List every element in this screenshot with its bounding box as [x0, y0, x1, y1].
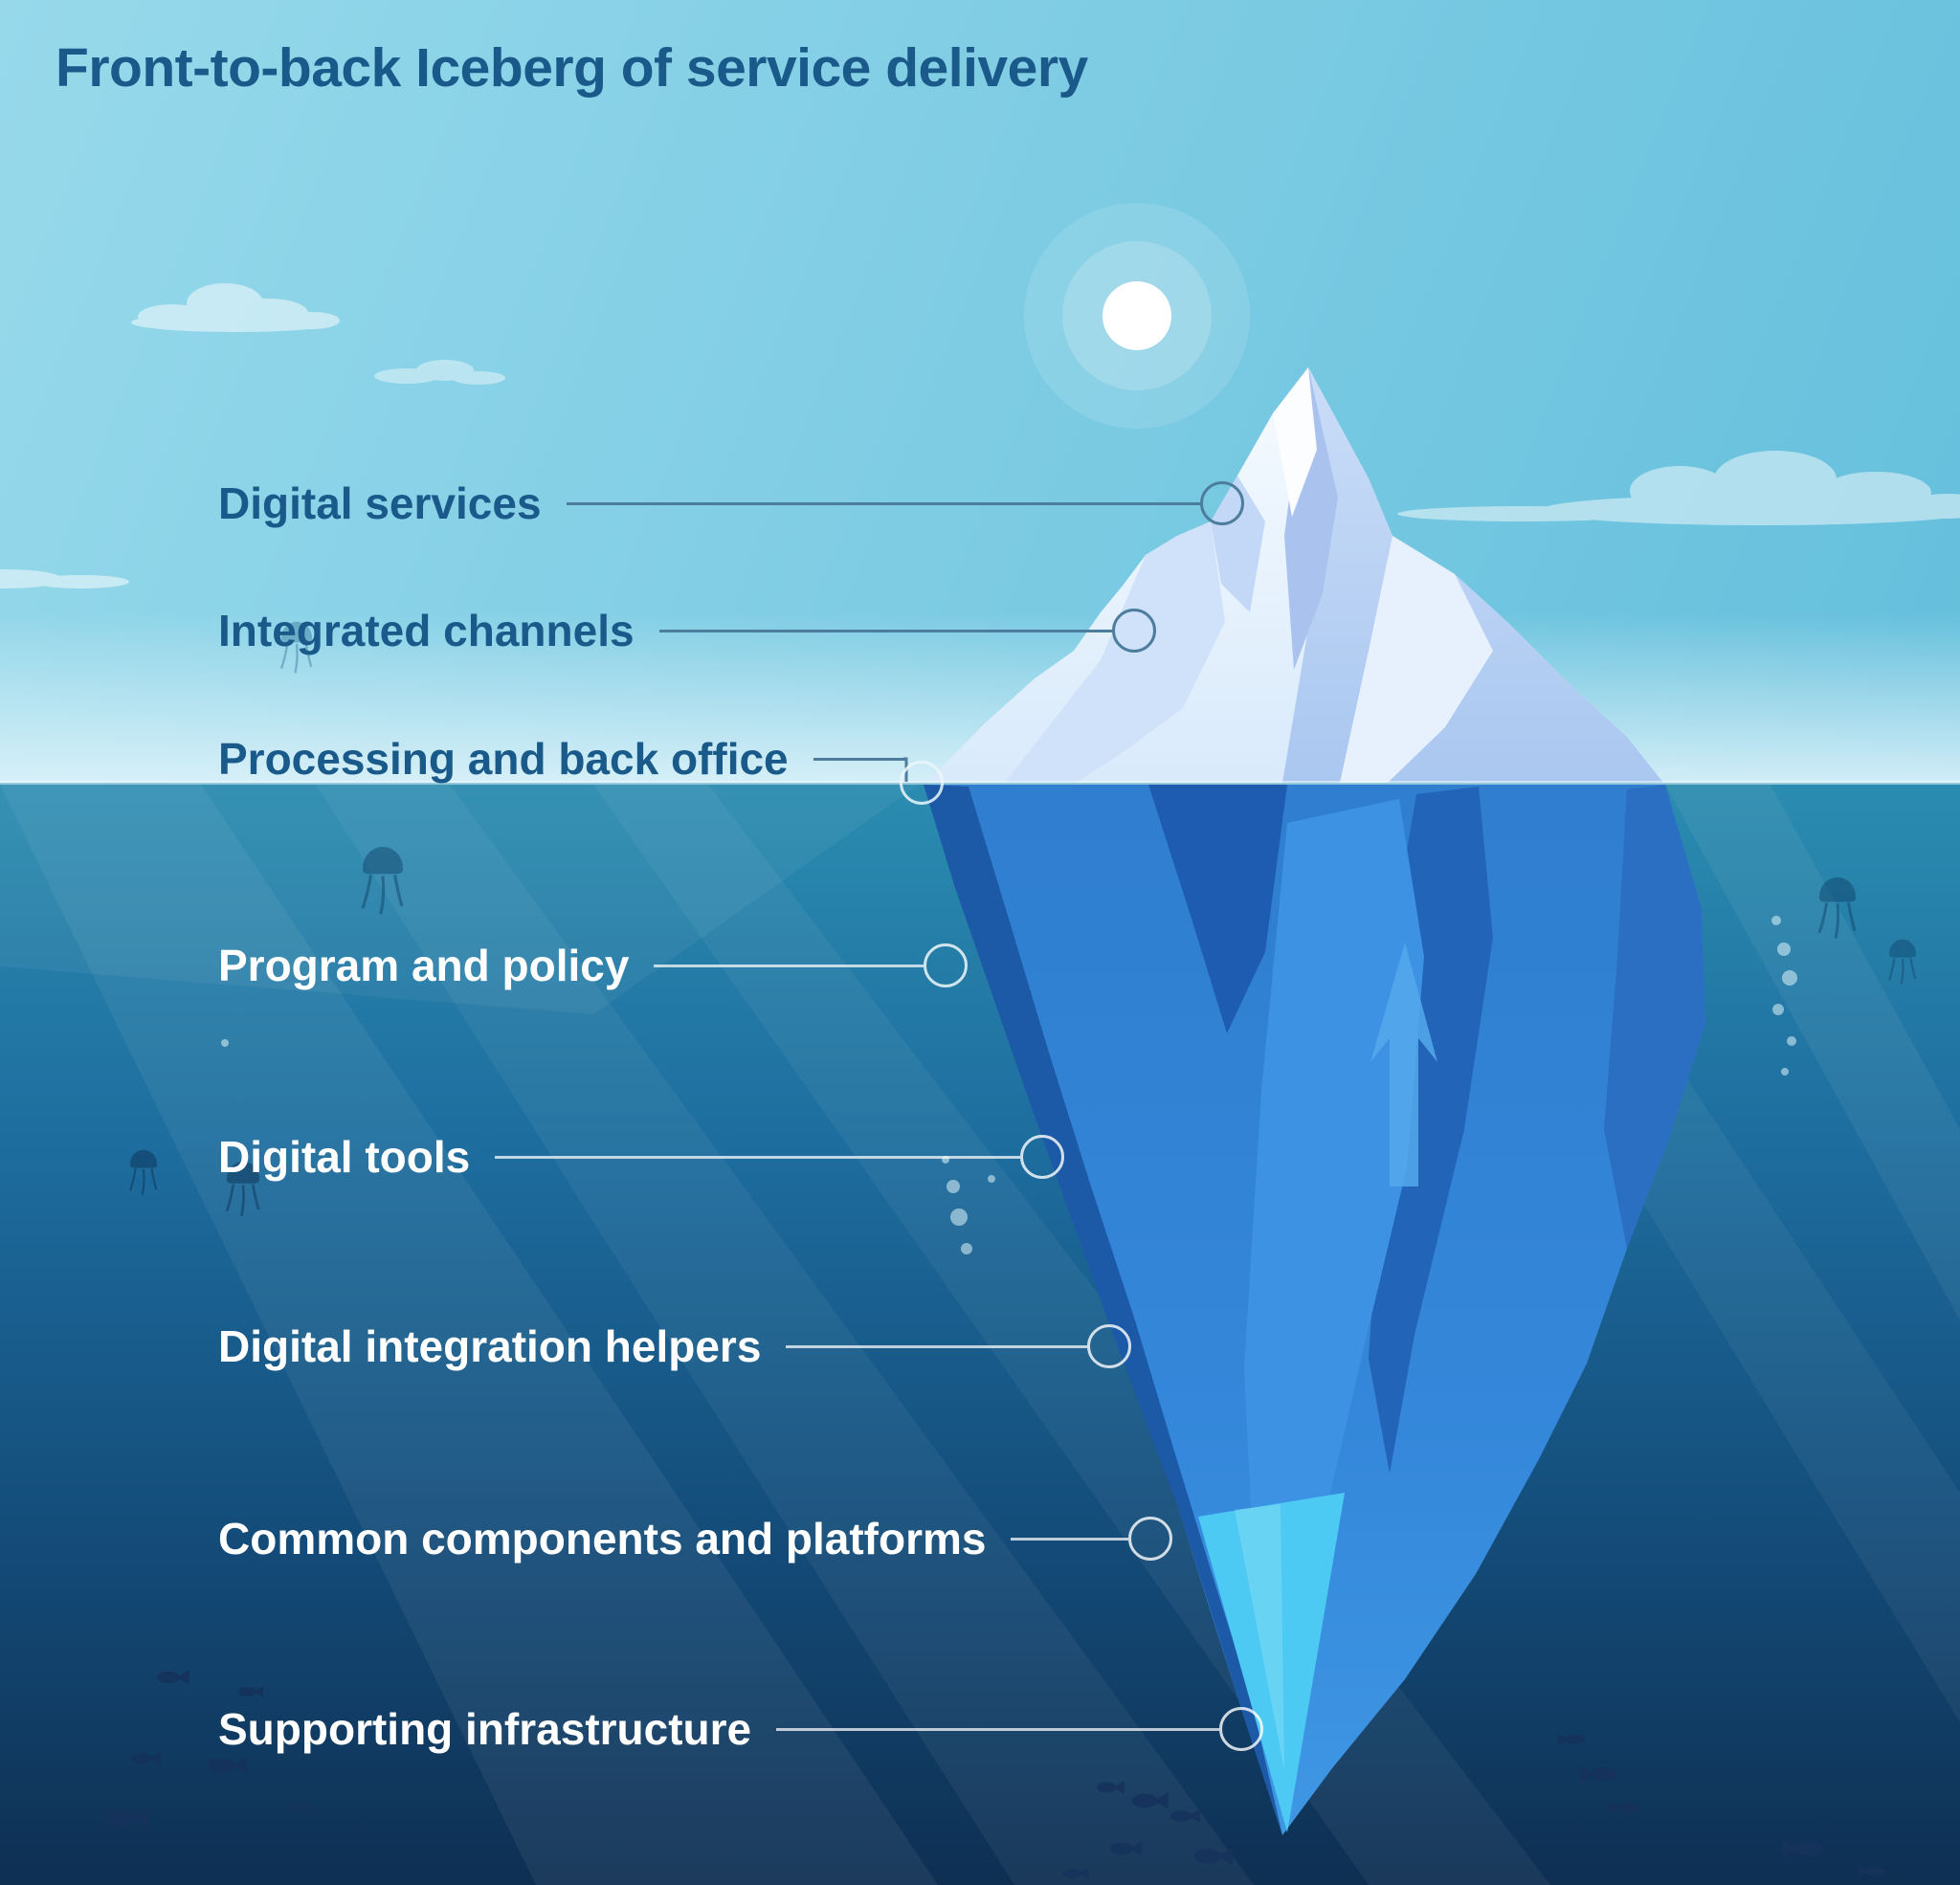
- connector-line: [786, 1344, 1087, 1348]
- cloud-icon: [0, 569, 129, 588]
- connector-line: [495, 1155, 1020, 1159]
- annotation-digital-services: Digital services: [218, 475, 1200, 532]
- annotation-processing-back-office: Processing and back office: [218, 730, 905, 787]
- connector-line: [566, 501, 1200, 505]
- waterline: [0, 781, 1960, 785]
- annotation-label: Digital integration helpers: [218, 1321, 762, 1371]
- annotation-label: Processing and back office: [218, 734, 789, 784]
- annotation-label: Digital tools: [218, 1132, 471, 1182]
- annotation-supporting-infrastructure: Supporting infrastructure: [218, 1700, 1219, 1758]
- connector-line: [813, 757, 905, 761]
- cloud-icon: [1397, 451, 1960, 525]
- marker-circle-digital-tools: [1020, 1135, 1064, 1179]
- marker-circle-common-components-platforms: [1128, 1517, 1172, 1561]
- annotation-digital-tools: Digital tools: [218, 1128, 1020, 1186]
- annotation-digital-integration-helpers: Digital integration helpers: [218, 1318, 1087, 1375]
- annotation-integrated-channels: Integrated channels: [218, 602, 1112, 659]
- cloud-icon: [131, 283, 340, 332]
- marker-circle-digital-services: [1200, 481, 1244, 525]
- annotation-label: Common components and platforms: [218, 1514, 987, 1563]
- page-title: Front-to-back Iceberg of service deliver…: [56, 37, 1088, 99]
- annotation-common-components-platforms: Common components and platforms: [218, 1510, 1128, 1567]
- marker-circle-digital-integration-helpers: [1087, 1324, 1131, 1368]
- connector-line: [776, 1727, 1219, 1731]
- iceberg-above-water: [926, 367, 1663, 783]
- annotation-program-policy: Program and policy: [218, 937, 924, 994]
- marker-circle-processing-back-office: [900, 761, 944, 805]
- annotation-label: Digital services: [218, 478, 542, 528]
- connector-line: [1011, 1537, 1128, 1541]
- annotation-label: Integrated channels: [218, 606, 635, 655]
- annotation-label: Program and policy: [218, 941, 630, 990]
- iceberg-underwater: [924, 785, 1705, 1835]
- connector-line: [658, 629, 1112, 632]
- annotation-label: Supporting infrastructure: [218, 1704, 752, 1754]
- marker-circle-program-policy: [924, 943, 968, 987]
- connector-line: [654, 964, 924, 967]
- marker-circle-integrated-channels: [1112, 609, 1156, 653]
- cloud-icon: [374, 360, 505, 385]
- bubbles: [221, 916, 1797, 1254]
- sun-icon: [1024, 203, 1250, 429]
- marker-circle-supporting-infrastructure: [1219, 1707, 1263, 1751]
